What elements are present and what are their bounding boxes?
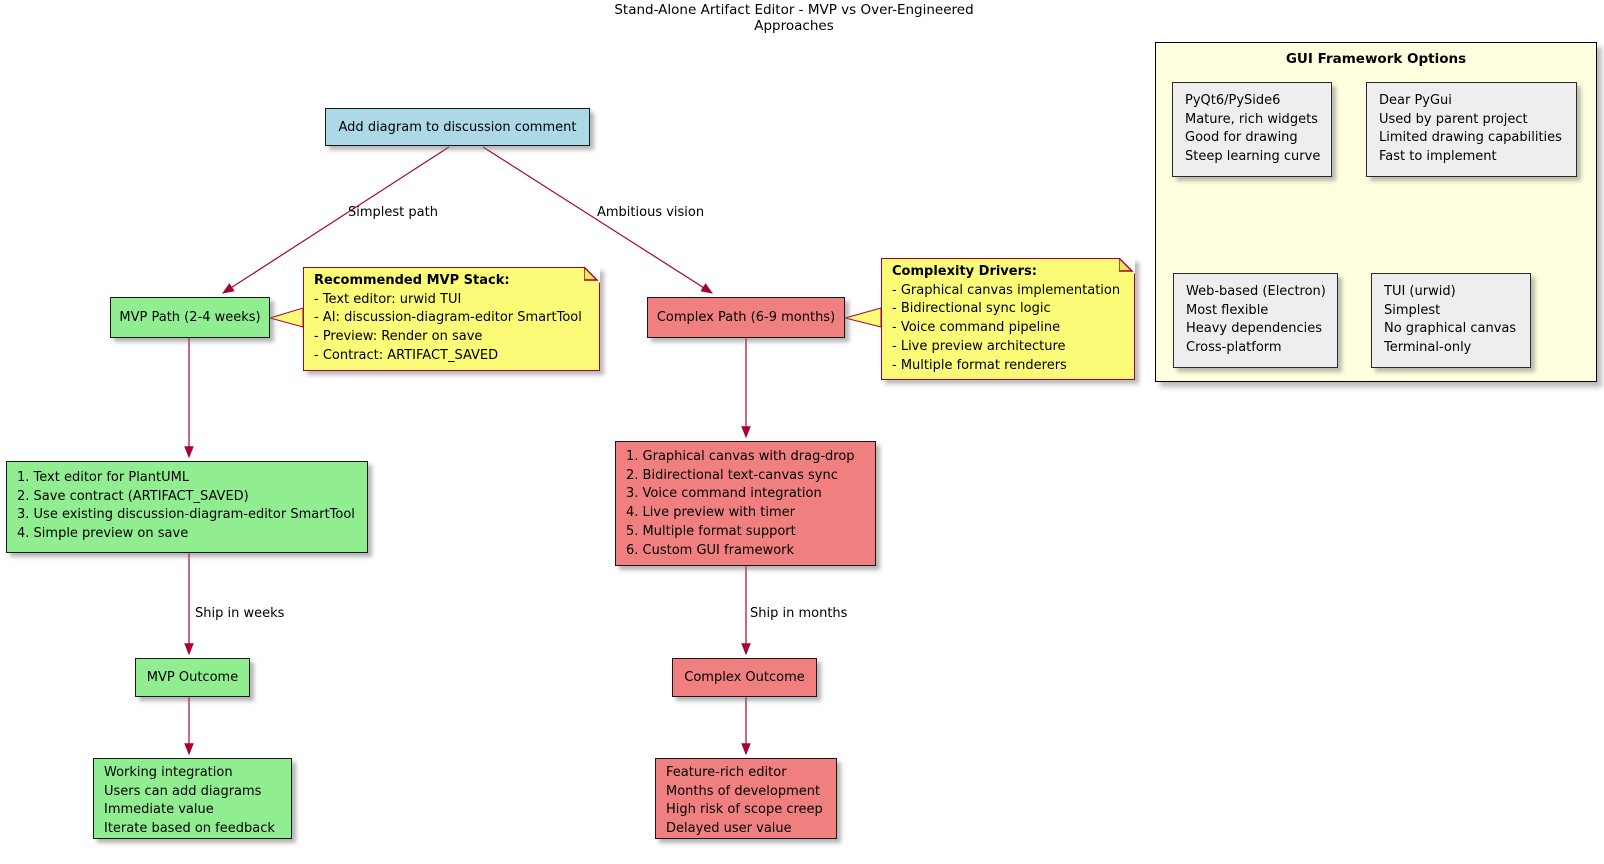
framework-line: TUI (urwid) <box>1384 284 1456 299</box>
complex-result: Delayed user value <box>666 821 792 837</box>
complexity-note-item: - Voice command pipeline <box>892 320 1061 336</box>
note-connector-mvp <box>268 307 304 328</box>
complex-path-label: Complex Path (6-9 months) <box>656 310 836 325</box>
complex-step: 1. Graphical canvas with drag-drop <box>626 449 855 464</box>
framework-line: Limited drawing capabilities <box>1379 130 1562 146</box>
edge-label-ship-in-months: Ship in months <box>750 606 848 621</box>
mvp-path-label: MVP Path (2-4 weeks) <box>119 310 261 325</box>
complex-results-node: Feature-rich editor Months of developmen… <box>655 758 837 839</box>
mvp-step: 1. Text editor for PlantUML <box>17 470 190 485</box>
framework-tui-urwid: TUI (urwid) Simplest No graphical canvas… <box>1371 273 1531 368</box>
edge-label-simplest-path: Simplest path <box>348 205 438 220</box>
complex-result: Months of development <box>666 783 821 799</box>
mvp-stack-note: Recommended MVP Stack: - Text editor: ur… <box>303 266 601 371</box>
gui-panel-title: GUI Framework Options <box>1285 51 1467 67</box>
framework-line: Fast to implement <box>1379 149 1497 165</box>
mvp-outcome-node: MVP Outcome <box>135 658 250 697</box>
complexity-note-item: - Graphical canvas implementation <box>892 282 1121 298</box>
mvp-note-item: - Text editor: urwid TUI <box>314 291 462 307</box>
framework-line: Cross-platform <box>1186 340 1282 356</box>
start-node: Add diagram to discussion comment <box>325 108 590 146</box>
note-connector-complex <box>843 307 882 328</box>
mvp-note-item: - AI: discussion-diagram-editor SmartToo… <box>314 310 582 326</box>
framework-line: Web-based (Electron) <box>1186 284 1326 299</box>
complex-step: 3. Voice command integration <box>626 486 822 502</box>
complex-outcome-label: Complex Outcome <box>684 670 805 685</box>
framework-line: Good for drawing <box>1185 130 1298 146</box>
complex-step: 6. Custom GUI framework <box>626 542 795 558</box>
complexity-note-item: - Multiple format renderers <box>892 357 1067 373</box>
framework-line: Used by parent project <box>1379 111 1528 127</box>
complexity-note-title: Complexity Drivers: <box>892 264 1037 279</box>
complexity-note-item: - Live preview architecture <box>892 338 1066 354</box>
complex-result: High risk of scope creep <box>666 802 823 818</box>
start-node-label: Add diagram to discussion comment <box>338 119 577 135</box>
complexity-note-item: - Bidirectional sync logic <box>892 301 1051 317</box>
mvp-note-item: - Contract: ARTIFACT_SAVED <box>314 347 499 363</box>
mvp-result: Iterate based on feedback <box>104 821 275 837</box>
framework-line: Simplest <box>1384 302 1441 318</box>
complex-step: 2. Bidirectional text-canvas sync <box>626 467 838 483</box>
mvp-results-node: Working integration Users can add diagra… <box>93 758 292 839</box>
mvp-result: Users can add diagrams <box>104 783 262 799</box>
mvp-path-node: MVP Path (2-4 weeks) <box>110 297 270 338</box>
mvp-step: 3. Use existing discussion-diagram-edito… <box>17 507 355 523</box>
mvp-result: Immediate value <box>104 802 214 818</box>
complex-path-node: Complex Path (6-9 months) <box>647 297 845 338</box>
framework-line: PyQt6/PySide6 <box>1185 93 1281 108</box>
edge-label-ambitious-vision: Ambitious vision <box>597 205 705 220</box>
gui-framework-options-panel: GUI Framework Options PyQt6/PySide6 Matu… <box>1155 42 1597 382</box>
edge-label-ship-in-weeks: Ship in weeks <box>195 606 285 621</box>
complex-result: Feature-rich editor <box>666 765 787 780</box>
mvp-outcome-label: MVP Outcome <box>146 670 239 685</box>
edge-start-to-complex <box>482 146 714 294</box>
mvp-step: 4. Simple preview on save <box>17 526 189 542</box>
framework-line: Most flexible <box>1186 302 1269 318</box>
framework-web-electron: Web-based (Electron) Most flexible Heavy… <box>1173 273 1338 368</box>
note-fold-icon <box>584 266 601 283</box>
complexity-drivers-note: Complexity Drivers: - Graphical canvas i… <box>881 257 1136 380</box>
complex-outcome-node: Complex Outcome <box>672 658 817 697</box>
framework-line: Terminal-only <box>1384 340 1472 356</box>
diagram-title: Stand-Alone Artifact Editor - MVP vs Ove… <box>614 2 974 34</box>
complex-step: 5. Multiple format support <box>626 523 796 539</box>
note-fold-icon <box>1119 257 1136 274</box>
complex-steps-node: 1. Graphical canvas with drag-drop 2. Bi… <box>615 441 876 566</box>
complex-step: 4. Live preview with timer <box>626 505 796 521</box>
mvp-note-title: Recommended MVP Stack: <box>314 273 510 288</box>
framework-line: No graphical canvas <box>1384 321 1517 337</box>
framework-line: Dear PyGui <box>1379 93 1452 108</box>
framework-pyqt6: PyQt6/PySide6 Mature, rich widgets Good … <box>1172 82 1332 177</box>
mvp-step: 2. Save contract (ARTIFACT_SAVED) <box>17 488 249 504</box>
framework-line: Mature, rich widgets <box>1185 111 1318 127</box>
mvp-note-item: - Preview: Render on save <box>314 329 483 345</box>
mvp-steps-node: 1. Text editor for PlantUML 2. Save cont… <box>6 461 368 553</box>
mvp-result: Working integration <box>104 765 233 780</box>
edge-start-to-mvp <box>221 146 450 294</box>
framework-dear-pygui: Dear PyGui Used by parent project Limite… <box>1366 82 1577 177</box>
framework-line: Heavy dependencies <box>1186 321 1323 337</box>
framework-line: Steep learning curve <box>1185 149 1321 165</box>
